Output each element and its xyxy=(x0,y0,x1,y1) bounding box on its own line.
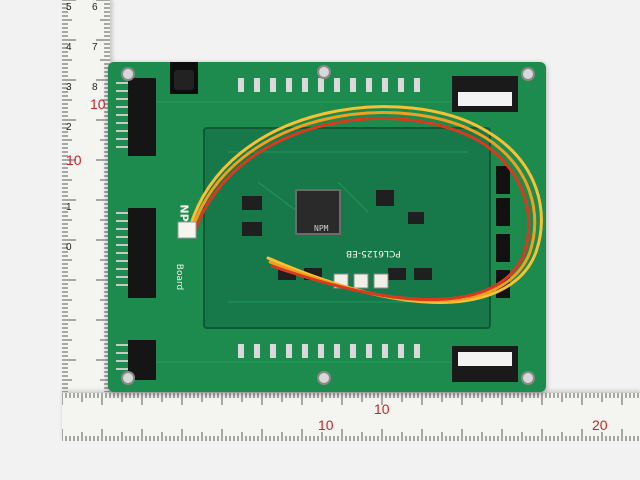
ruler-number: 7 xyxy=(92,42,98,53)
vertical-ruler-ticks xyxy=(62,0,110,397)
ruler-number: 6 xyxy=(92,2,98,13)
vertical-ruler: 5 4 3 2 1 0 10 6 7 8 10 xyxy=(62,0,111,400)
chip-brand: NPM xyxy=(314,224,329,233)
pcb-artwork xyxy=(116,62,543,385)
horizontal-ruler-ticks xyxy=(62,393,639,441)
ruler-number: 8 xyxy=(92,82,98,93)
ruler-number: 4 xyxy=(66,42,72,53)
brand-silkscreen: NPM xyxy=(177,204,191,233)
ruler-number: 3 xyxy=(66,82,72,93)
ruler-number: 2 xyxy=(66,122,72,133)
ruler-big-number: 10 xyxy=(318,417,334,433)
pcb-board: NPM Board NPM PCL6125-EB xyxy=(108,62,546,392)
board-name-silkscreen: Board xyxy=(174,263,185,291)
ruler-number: 5 xyxy=(66,2,72,13)
ruler-big-number: 10 xyxy=(90,96,106,112)
ruler-big-number: 20 xyxy=(592,417,608,433)
horizontal-ruler: 10 10 20 xyxy=(62,392,640,441)
ruler-number: 0 xyxy=(66,242,72,253)
ruler-number: 1 xyxy=(66,202,72,213)
ruler-big-number: 10 xyxy=(66,152,82,168)
chip-id-silkscreen: PCL6125-EB xyxy=(346,248,401,258)
ruler-big-number: 10 xyxy=(374,401,390,417)
